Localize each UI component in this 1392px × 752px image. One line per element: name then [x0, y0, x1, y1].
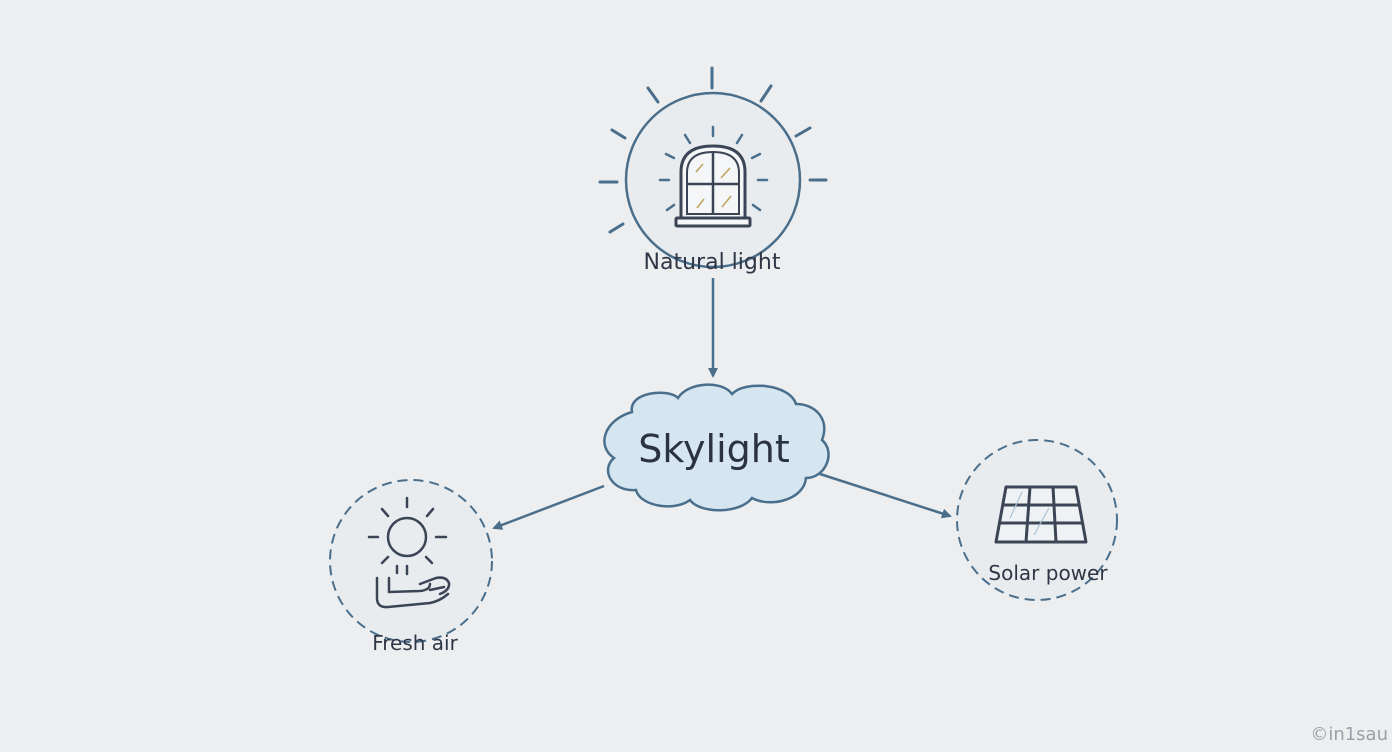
- edge-skylight-to-fresh-air: [492, 484, 605, 530]
- solar-power-label: Solar power: [988, 561, 1108, 585]
- skylight-label: Skylight: [638, 427, 789, 471]
- window-icon: [674, 144, 752, 228]
- node-skylight: Skylight: [603, 383, 830, 512]
- solar-panel-icon: [994, 485, 1088, 544]
- node-fresh-air: Fresh air: [329, 479, 493, 655]
- sun-rays-icon: [598, 66, 828, 234]
- watermark-text: ©in1sau: [1310, 724, 1388, 745]
- fresh-air-label: Fresh air: [372, 631, 458, 655]
- node-solar-power: Solar power: [956, 439, 1118, 601]
- sun-hand-icon: [367, 496, 451, 609]
- edge-skylight-to-solar-power: [819, 472, 952, 519]
- natural-light-label: Natural light: [644, 250, 781, 275]
- node-natural-light: Natural light: [598, 66, 828, 275]
- fresh-air-circle: [329, 479, 493, 643]
- cloud-icon: [603, 383, 830, 512]
- inner-rays-icon: [658, 125, 769, 212]
